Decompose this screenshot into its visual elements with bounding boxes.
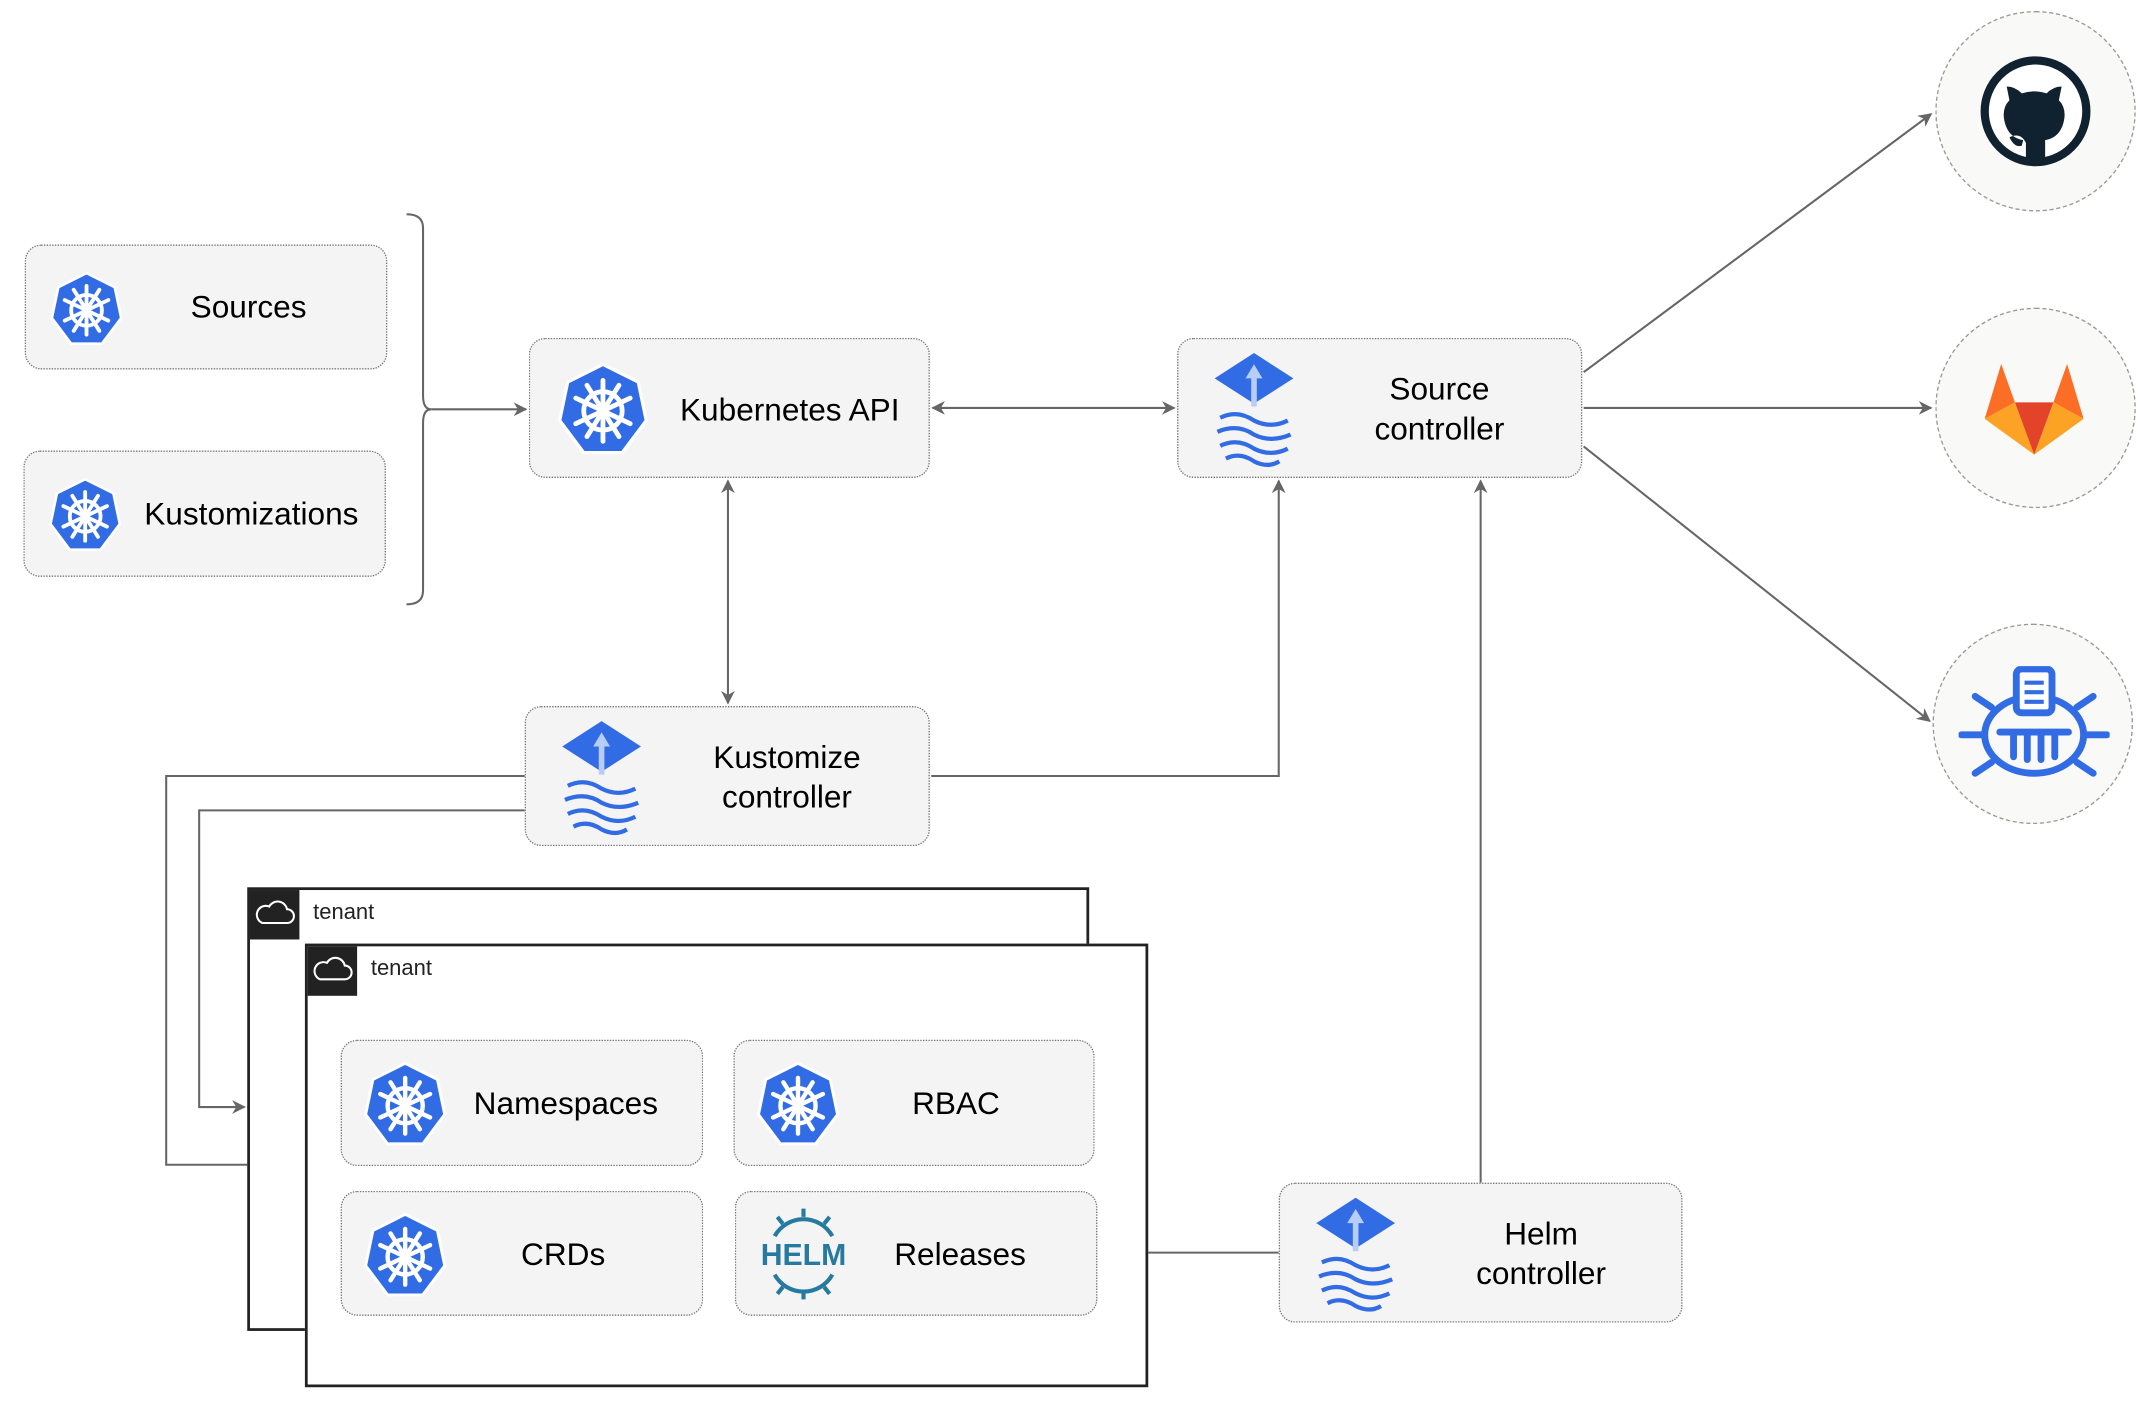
sources-node[interactable]: Sources (24, 244, 388, 370)
arrow-source-to-bucket (1583, 445, 1931, 722)
gitlab-icon (1984, 363, 2084, 455)
kustomizations-label: Kustomizations (144, 495, 359, 532)
github-icon (1980, 56, 2091, 167)
kustomizations-node[interactable]: Kustomizations (23, 450, 386, 577)
flux-icon (559, 718, 644, 836)
gitlab-node[interactable] (1935, 307, 2136, 509)
svg-text:HELM: HELM (761, 1239, 847, 1272)
arrow-kustomize-to-tenant-back (198, 809, 525, 1114)
rbac-label: RBAC (912, 1085, 1000, 1121)
sources-label: Sources (190, 288, 307, 325)
cloud-icon (308, 946, 357, 995)
helm-icon: HELM (761, 1208, 847, 1300)
flux-icon (1313, 1195, 1398, 1313)
arrow-kustomize-to-source (931, 479, 1286, 778)
cloud-icon (250, 890, 299, 939)
releases-label: Releases (894, 1236, 1026, 1272)
kubernetes-api-node[interactable]: Kubernetes API (528, 337, 930, 478)
github-node[interactable] (1935, 10, 2136, 212)
label-line: controller (1374, 410, 1505, 447)
rbac-node[interactable]: RBAC (733, 1039, 1095, 1167)
kubernetes-icon (361, 1060, 449, 1148)
namespaces-label: Namespaces (473, 1085, 659, 1121)
tenant-label: tenant (370, 957, 432, 981)
kustomize-controller-node[interactable]: Kustomize controller (524, 705, 930, 847)
kubernetes-icon (754, 1060, 842, 1148)
source-controller-node[interactable]: Source controller (1177, 337, 1583, 478)
kubernetes-icon (555, 361, 651, 457)
bucket-node[interactable] (1932, 623, 2134, 825)
label-line: controller (1476, 1255, 1607, 1292)
releases-node[interactable]: HELM Releases (734, 1190, 1098, 1316)
tenant-header (249, 890, 300, 940)
tenant-label: tenant (313, 901, 375, 925)
arrow-source-to-github (1583, 113, 1933, 374)
label-line: Kustomize (713, 738, 861, 775)
arrow-kustomize-to-tenant-front (165, 774, 525, 1172)
namespaces-node[interactable]: Namespaces (340, 1039, 704, 1167)
crds-node[interactable]: CRDs (340, 1190, 704, 1316)
bucket-icon (1958, 666, 2110, 777)
kubernetes-icon (47, 477, 124, 554)
kubernetes-api-label: Kubernetes API (679, 391, 900, 428)
kubernetes-icon (361, 1211, 449, 1299)
kustomize-controller-label: Kustomize controller (663, 738, 910, 818)
flux-icon (1211, 350, 1296, 468)
crds-label: CRDs (521, 1236, 606, 1272)
label-line: controller (722, 778, 852, 815)
label-line: Source (1389, 370, 1490, 407)
kubernetes-icon (48, 271, 125, 348)
bracket (406, 213, 432, 606)
helm-controller-node[interactable]: Helm controller (1278, 1182, 1683, 1323)
tenant-header (307, 946, 358, 996)
source-controller-label: Source controller (1316, 369, 1563, 449)
helm-controller-label: Helm controller (1417, 1214, 1664, 1294)
label-line: Helm (1504, 1215, 1578, 1252)
